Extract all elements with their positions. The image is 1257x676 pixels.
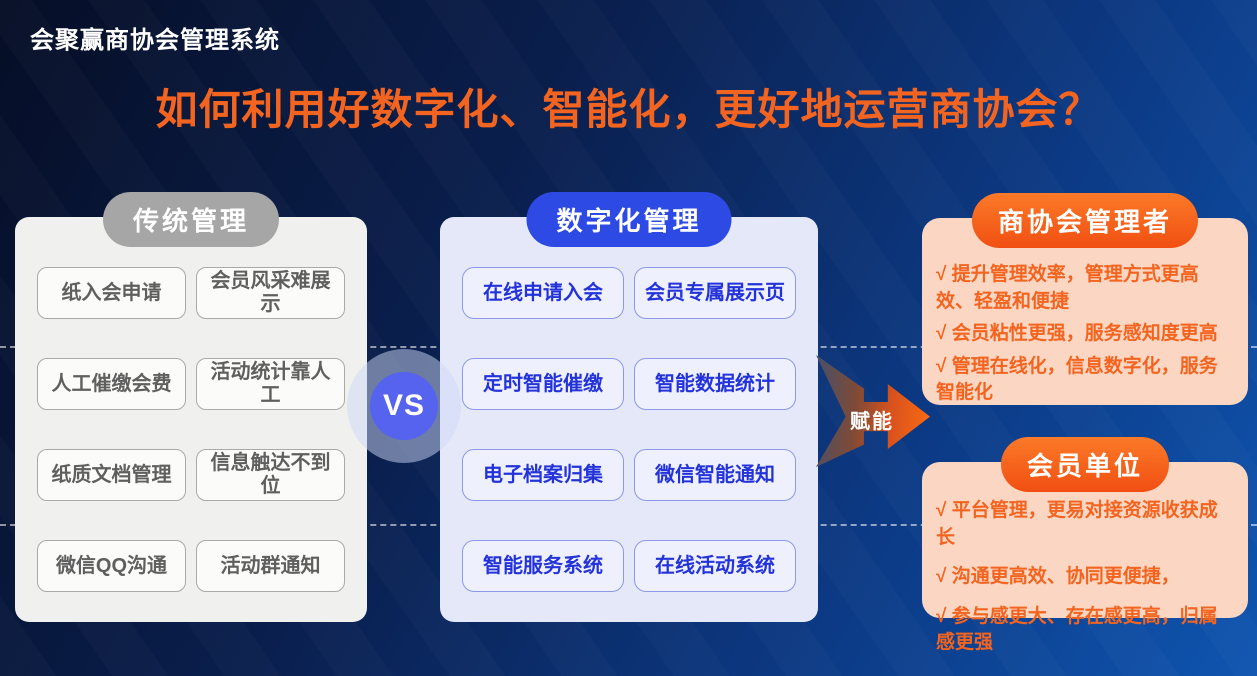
digital-item: 会员专属展示页 [634,267,796,319]
digital-item: 在线申请入会 [462,267,624,319]
vs-badge-halo: VS [347,349,461,463]
traditional-item: 活动统计靠人工 [196,358,345,410]
managers-bullet: √ 会员粘性更强，服务感知度更高 [936,323,1218,345]
digital-item: 在线活动系统 [634,540,796,592]
digital-item: 微信智能通知 [634,449,796,501]
traditional-item: 会员风采难展示 [196,267,345,319]
traditional-item: 信息触达不到位 [196,449,345,501]
managers-bullet: √ 管理在线化，信息数字化，服务智能化 [936,355,1218,404]
traditional-item: 人工催缴会费 [37,358,186,410]
traditional-item: 微信QQ沟通 [37,540,186,592]
panel-digital: 数字化管理 在线申请入会 会员专属展示页 定时智能催缴 智能数据统计 电子档案归… [440,192,818,622]
digital-item: 电子档案归集 [462,449,624,501]
managers-bullet: √ 提升管理效率，管理方式更高效、轻盈和便捷 [936,264,1199,312]
traditional-item: 活动群通知 [196,540,345,592]
panel-managers: 商协会管理者 √ 提升管理效率，管理方式更高效、轻盈和便捷 √ 会员粘性更强，服… [922,193,1248,407]
members-bullet: √ 参与感更大、存在感更高，归属感更强 [936,605,1218,654]
panel-digital-header: 数字化管理 [526,192,732,247]
members-bullet: √ 平台管理，更易对接资源收获成长 [936,500,1218,548]
members-bullet-list: √ 平台管理，更易对接资源收获成长 √ 沟通更高效、协同更便捷， √ 参与感更大… [922,462,1248,657]
panel-members-header: 会员单位 [1000,437,1170,492]
traditional-item: 纸质文档管理 [37,449,186,501]
vs-badge: VS [370,372,438,440]
panel-managers-header: 商协会管理者 [971,193,1199,248]
panel-traditional: 传统管理 纸入会申请 会员风采难展示 人工催缴会费 活动统计靠人工 纸质文档管理… [15,192,367,622]
page-title: 如何利用好数字化、智能化，更好地运营商协会？ [155,86,1102,133]
digital-item: 定时智能催缴 [462,358,624,410]
panel-members: 会员单位 √ 平台管理，更易对接资源收获成长 √ 沟通更高效、协同更便捷， √ … [922,437,1248,653]
traditional-items-grid: 纸入会申请 会员风采难展示 人工催缴会费 活动统计靠人工 纸质文档管理 信息触达… [15,217,367,592]
panel-traditional-header: 传统管理 [102,192,280,247]
members-bullet: √ 沟通更高效、协同更便捷， [936,566,1180,588]
empower-arrow-label: 赋能 [850,411,894,433]
managers-bullet-list: √ 提升管理效率，管理方式更高效、轻盈和便捷 √ 会员粘性更强，服务感知度更高 … [922,218,1248,407]
traditional-item: 纸入会申请 [37,267,186,319]
digital-item: 智能数据统计 [634,358,796,410]
brand-title: 会聚赢商协会管理系统 [30,27,280,54]
digital-item: 智能服务系统 [462,540,624,592]
digital-items-grid: 在线申请入会 会员专属展示页 定时智能催缴 智能数据统计 电子档案归集 微信智能… [440,217,818,592]
